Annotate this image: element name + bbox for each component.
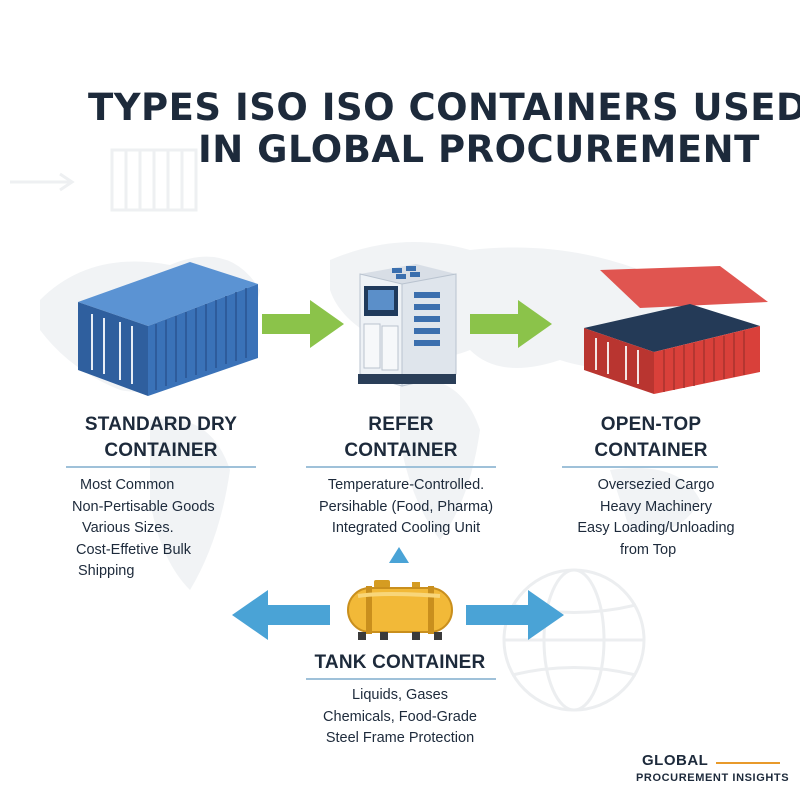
- arrow-right-icon-2: [470, 300, 552, 348]
- arrow-left-icon: [232, 590, 330, 640]
- page-title-line-1: TYPES ISO ISO CONTAINERS USED: [88, 86, 800, 129]
- open-top-container-icon: [584, 266, 768, 394]
- heading-standard-dry: STANDARD DRY CONTAINER: [84, 414, 238, 461]
- page-title-line-2: IN GLOBAL PROCUREMENT: [198, 128, 760, 171]
- divider: [306, 466, 496, 468]
- arrow-up-icon: [389, 547, 409, 563]
- arrow-right-icon-3: [466, 590, 564, 640]
- arrow-right-icon-1: [262, 300, 344, 348]
- heading-refer: REFER CONTAINER: [344, 414, 458, 461]
- brand-logo-line-1: GLOBAL: [642, 752, 709, 769]
- divider: [306, 678, 496, 680]
- dry-container-icon: [78, 262, 258, 396]
- details-standard-dry: Most Common Non-Pertisable Goods Various…: [72, 477, 215, 579]
- brand-accent-line: [716, 762, 780, 764]
- details-tank: Liquids, Gases Chemicals, Food-Grade Ste…: [323, 687, 477, 746]
- details-open-top: Oversezied Cargo Heavy Machinery Easy Lo…: [577, 477, 735, 558]
- heading-open-top: OPEN-TOP CONTAINER: [594, 414, 708, 461]
- heading-tank: TANK CONTAINER: [314, 652, 486, 673]
- tank-container-icon: [347, 580, 453, 640]
- details-refer: Temperature-Controlled. Persihable (Food…: [318, 477, 494, 536]
- reefer-unit-icon: [358, 264, 457, 387]
- brand-logo-line-2: PROCUREMENT INSIGHTS: [636, 772, 790, 784]
- divider: [562, 466, 718, 468]
- divider: [66, 466, 256, 468]
